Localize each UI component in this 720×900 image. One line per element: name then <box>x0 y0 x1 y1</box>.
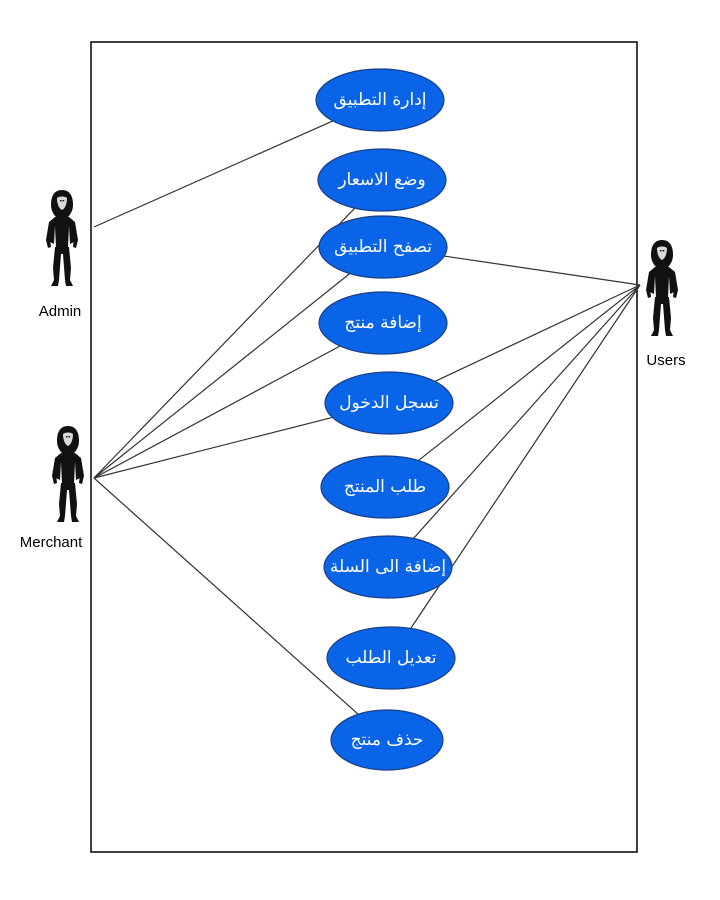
use-case-ellipse <box>318 291 448 355</box>
use-case-ellipse <box>315 68 445 132</box>
actor-figure-icon <box>646 240 678 336</box>
actor-label: Merchant <box>20 534 83 551</box>
use-case-set-prices[interactable]: وضع الاسعار <box>317 148 447 212</box>
use-case-label: وضع الاسعار <box>337 170 425 190</box>
association-lines <box>93 120 641 715</box>
association-line <box>444 255 641 286</box>
system-boundary <box>90 41 638 853</box>
use-case-delete-product[interactable]: حذف منتج <box>330 709 444 771</box>
use-case-label: تصفح التطبيق <box>334 237 432 257</box>
actor-users[interactable]: Users <box>646 240 686 369</box>
actor-admin[interactable]: Admin <box>39 190 82 320</box>
association-line <box>93 273 351 479</box>
association-line <box>93 477 359 715</box>
use-case-ellipse <box>318 215 448 279</box>
use-case-browse-app[interactable]: تصفح التطبيق <box>318 215 448 279</box>
use-case-label: إضافة الى السلة <box>330 557 446 577</box>
use-case-ellipse <box>324 371 454 435</box>
association-line <box>93 207 356 479</box>
use-case-ellipse <box>323 535 453 599</box>
actor-figure-icon <box>46 190 78 286</box>
use-case-manage-app[interactable]: إدارة التطبيق <box>315 68 445 132</box>
use-case-label: تسجل الدخول <box>339 393 439 413</box>
use-case-login[interactable]: تسجل الدخول <box>324 371 454 435</box>
actor-merchant[interactable]: Merchant <box>20 426 84 551</box>
actor-label: Admin <box>39 303 82 320</box>
use-case-label: تعديل الطلب <box>345 648 436 668</box>
use-case-add-product[interactable]: إضافة منتج <box>318 291 448 355</box>
use-case-edit-order[interactable]: تعديل الطلب <box>326 626 456 690</box>
use-case-add-to-cart[interactable]: إضافة الى السلة <box>323 535 453 599</box>
association-line <box>93 416 333 479</box>
actor-label: Users <box>646 352 685 369</box>
use-case-ellipse <box>320 455 450 519</box>
use-case-label: إضافة منتج <box>344 313 421 333</box>
association-line <box>93 345 341 479</box>
use-case-label: حذف منتج <box>351 730 424 750</box>
use-case-label: إدارة التطبيق <box>334 90 427 110</box>
use-case-label: طلب المنتج <box>344 477 426 497</box>
association-line <box>412 284 641 539</box>
association-line <box>434 284 641 382</box>
association-line <box>418 284 641 462</box>
use-case-ellipse <box>317 148 447 212</box>
use-case-ellipse <box>326 626 456 690</box>
use-case-ellipse <box>330 709 444 771</box>
actor-figure-icon <box>52 426 84 522</box>
use-case-order-product[interactable]: طلب المنتج <box>320 455 450 519</box>
association-line <box>93 120 334 228</box>
